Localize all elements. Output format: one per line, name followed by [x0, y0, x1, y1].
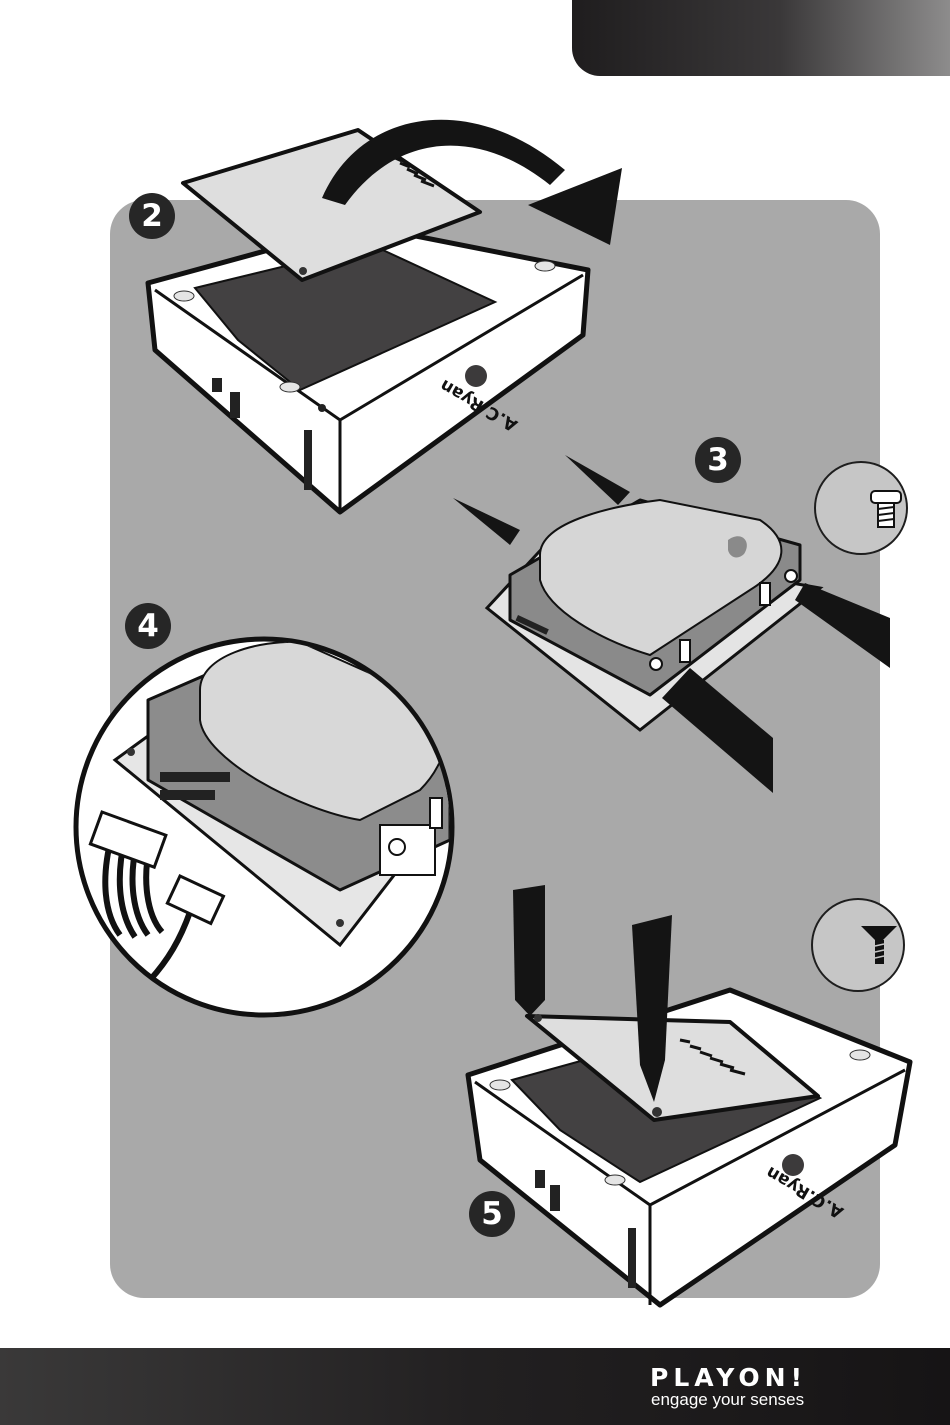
step-number-badge: 4	[125, 603, 171, 649]
step-number-badge: 3	[695, 437, 741, 483]
step-number-badge: 2	[129, 193, 175, 239]
screw-detail-circle	[811, 898, 905, 992]
step2-device-illustration	[148, 120, 622, 512]
screw-icon	[813, 900, 907, 994]
screw-detail-circle	[814, 461, 908, 555]
step-number-badge: 5	[469, 1191, 515, 1237]
brand-logo: PLAYON!	[650, 1365, 807, 1391]
brand-tagline: engage your senses	[651, 1390, 804, 1410]
step4-cable-illustration	[76, 639, 460, 1015]
footer-bar	[0, 1348, 950, 1425]
screw-icon	[816, 463, 910, 557]
